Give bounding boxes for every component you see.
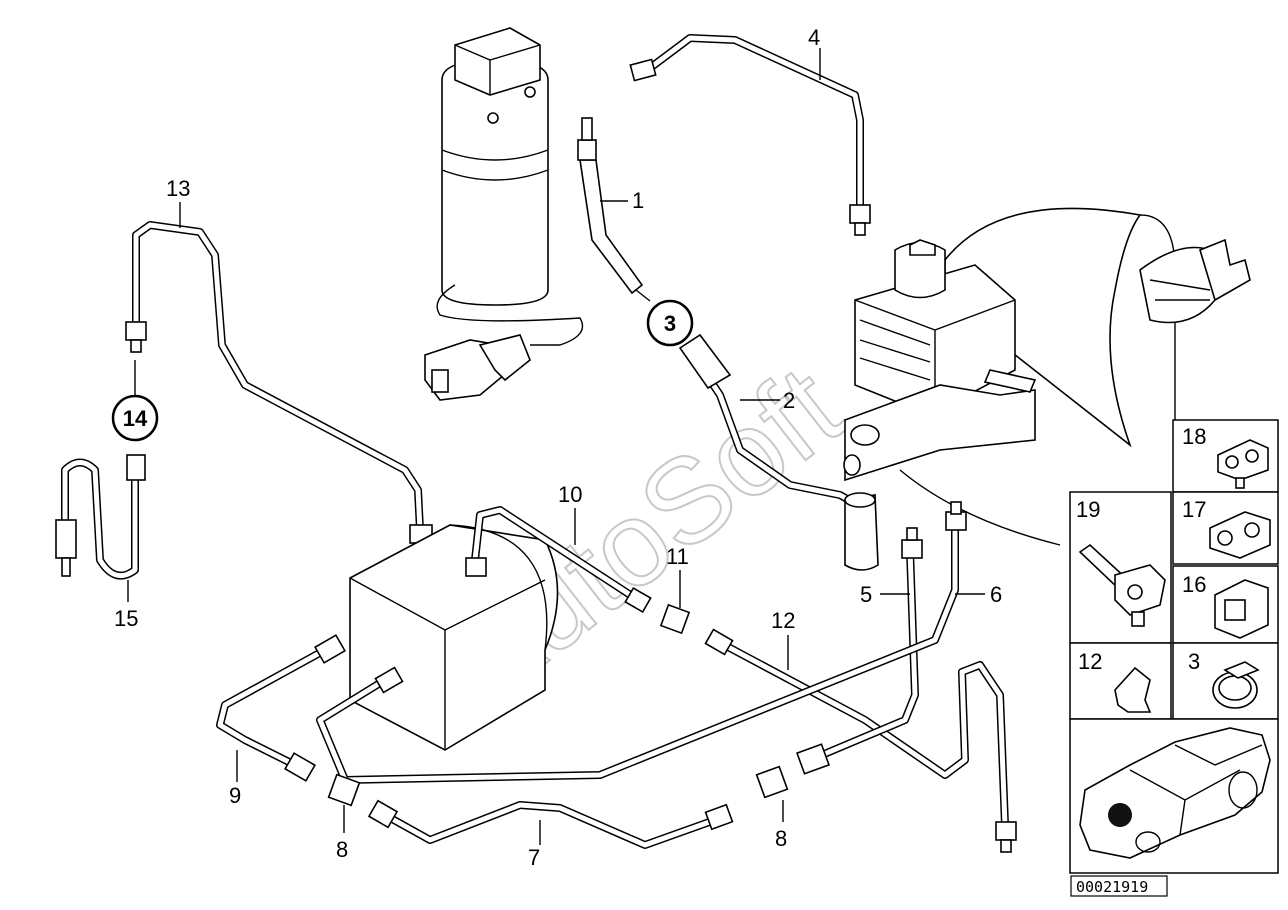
brake-pipe-5 (795, 527, 923, 775)
svg-text:14: 14 (123, 406, 148, 431)
callout-3: 3 (646, 299, 694, 347)
callout-1: 1 (632, 188, 644, 213)
pipe-clip-icon (1217, 439, 1269, 489)
reference-box: 00021919 (1070, 875, 1168, 897)
brake-pipe-10 (465, 506, 652, 614)
pipe-clip-icon (1078, 543, 1166, 627)
panel-label-16: 16 (1182, 572, 1206, 597)
callout-15: 15 (114, 606, 138, 631)
pipe-clip-icon (1214, 579, 1269, 639)
leader-lines (127, 48, 985, 845)
callout-13: 13 (166, 176, 190, 201)
union-nut-11 (659, 603, 691, 635)
svg-text:3: 3 (664, 311, 676, 336)
callout-8-left: 8 (336, 837, 348, 862)
panel-label-17: 17 (1182, 497, 1206, 522)
panel-label-3: 3 (1188, 649, 1200, 674)
callout-2: 2 (783, 388, 795, 413)
callout-12: 12 (771, 608, 795, 633)
pipe-clip-icon (1114, 666, 1152, 713)
brake-hose-15 (55, 454, 146, 580)
vacuum-pump-icon (424, 27, 584, 401)
hydraulic-unit-icon (349, 524, 559, 751)
panel-label-12: 12 (1078, 649, 1102, 674)
panel-label-19: 19 (1076, 497, 1100, 522)
car-location-icon (1079, 727, 1271, 859)
brake-pipe-4 (629, 34, 871, 236)
panel-label-18: 18 (1182, 424, 1206, 449)
side-panel: 18 19 17 16 12 3 (1069, 419, 1279, 874)
master-cylinder-icon (843, 239, 1037, 482)
union-nut-8-right (755, 765, 789, 799)
union-nut-8-left (327, 773, 361, 807)
callout-7: 7 (528, 845, 540, 870)
vacuum-hose-1 (577, 117, 644, 295)
brake-pipe-6 (316, 501, 967, 784)
callout-5: 5 (860, 582, 872, 607)
brake-pipe-7 (367, 799, 734, 849)
callout-14: 14 (111, 394, 159, 442)
brake-pipe-9 (216, 634, 346, 782)
hose-clamp-icon (1212, 661, 1260, 709)
brake-pipe-13 (125, 221, 433, 554)
callout-4: 4 (808, 25, 820, 50)
callout-6: 6 (990, 582, 1002, 607)
pipe-clip-icon (1209, 511, 1271, 559)
callout-9: 9 (229, 783, 241, 808)
callout-11: 11 (666, 544, 689, 569)
brake-booster-icon (899, 207, 1251, 546)
reference-number: 00021919 (1076, 878, 1148, 896)
callout-8-right: 8 (775, 826, 787, 851)
vacuum-hose-2 (678, 333, 879, 571)
callout-10: 10 (558, 482, 582, 507)
